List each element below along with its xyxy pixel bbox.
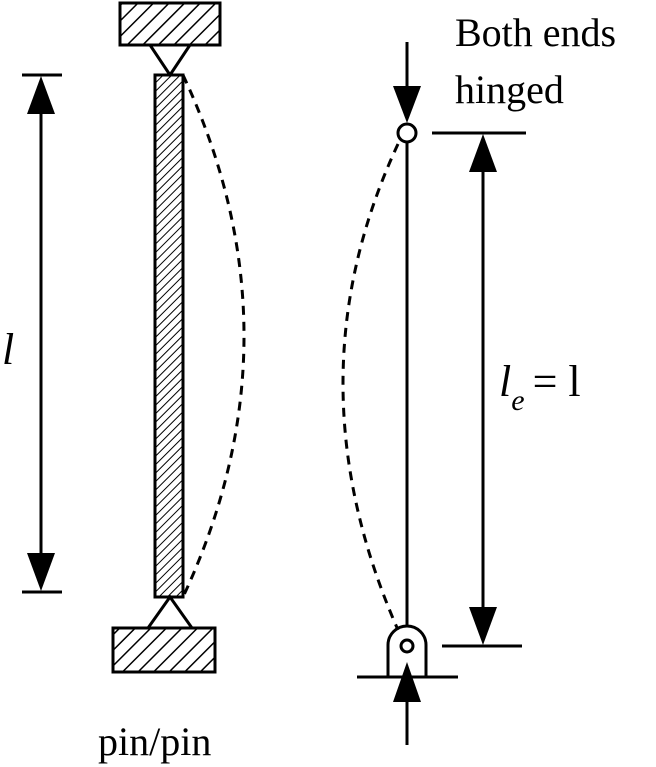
buckled-shape-curve-left: [181, 74, 246, 598]
bottom-hinge-pin-icon: [399, 638, 415, 654]
effective-length-subscript: e: [511, 384, 524, 417]
hatched-column: [153, 73, 185, 599]
arrow-up-head: [27, 76, 55, 114]
top-hinge-icon: [396, 122, 418, 144]
arrow-down-head-right: [469, 607, 497, 645]
bottom-support-block: [111, 626, 217, 674]
left-column-figure: l pin/pin: [2, 1, 246, 764]
top-pin-triangle: [147, 43, 193, 78]
effective-length-dimension: [432, 131, 526, 648]
top-load-arrow-icon: [393, 86, 421, 123]
arrow-down-head: [27, 553, 55, 591]
length-dimension: [22, 73, 62, 594]
bottom-pin-triangle: [145, 594, 195, 630]
effective-length-symbol: l: [499, 357, 511, 406]
top-support-block: [118, 1, 222, 47]
buckled-shape-curve-right: [341, 143, 400, 631]
effective-length-equation: = l: [533, 357, 581, 406]
length-label: l: [2, 325, 14, 374]
condition-label-line2: hinged: [455, 67, 564, 112]
support-type-label: pin/pin: [98, 719, 211, 764]
condition-label-line1: Both ends: [455, 10, 616, 55]
effective-length-label: le = l: [499, 357, 581, 417]
arrow-up-head-right: [469, 134, 497, 172]
right-column-figure: Both ends hinged le = l: [341, 10, 616, 745]
bottom-load-arrow-icon: [393, 662, 421, 702]
